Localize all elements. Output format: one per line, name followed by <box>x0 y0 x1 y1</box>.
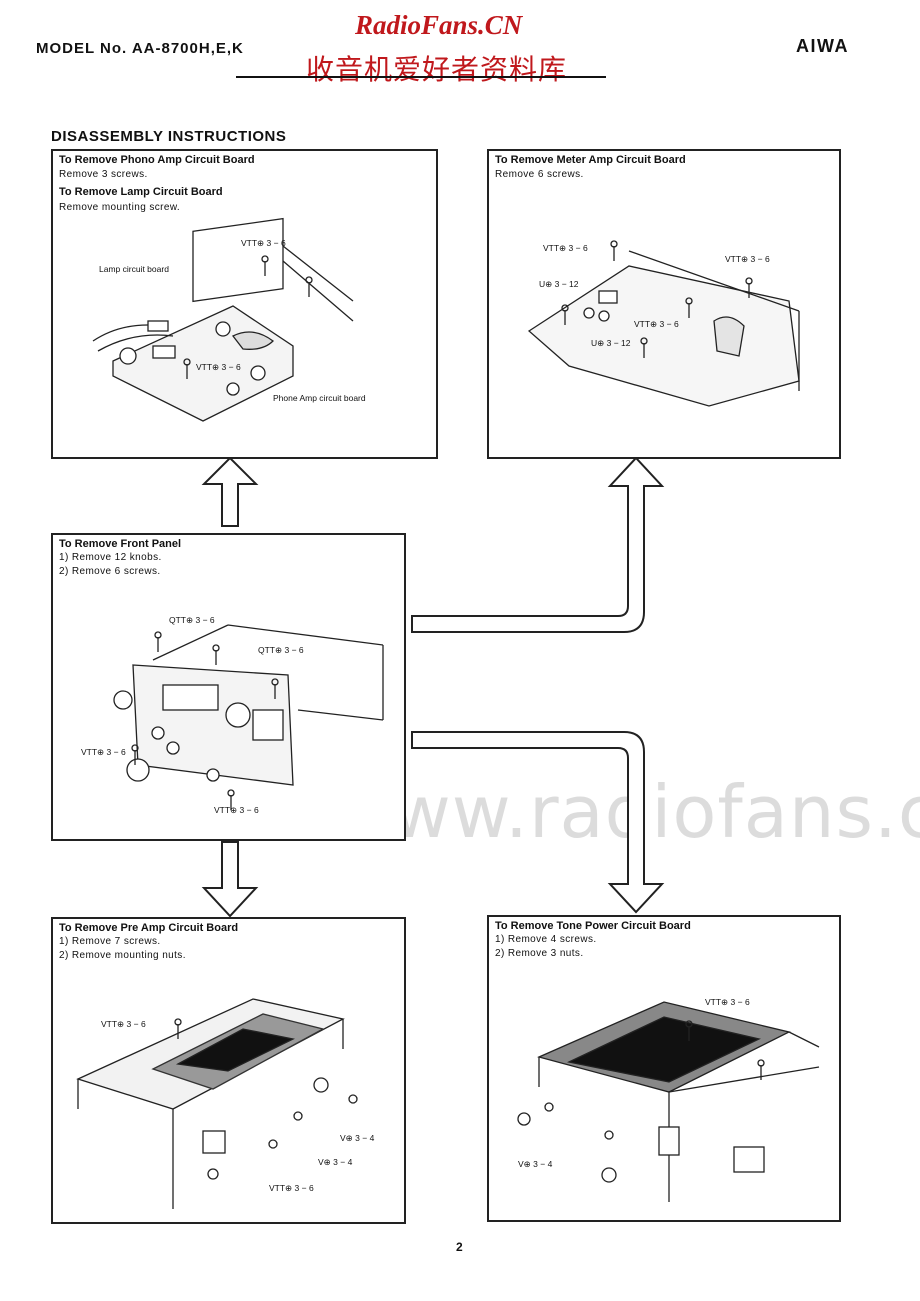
meter-label-5: U⊕ 3 − 12 <box>591 338 631 348</box>
watermark-site: RadioFans.CN <box>355 10 523 40</box>
panel-tone: To Remove Tone Power Circuit Board 1) Re… <box>487 915 841 1222</box>
phono-label-1: VTT⊕ 3 − 6 <box>241 238 286 248</box>
preamp-step-1: 1) Remove 7 screws. <box>59 936 161 947</box>
tone-diagram: VTT⊕ 3 − 6 V⊕ 3 − 4 <box>517 997 820 1202</box>
meter-title: To Remove Meter Amp Circuit Board <box>495 154 686 166</box>
panel-phono: To Remove Phono Amp Circuit Board Remove… <box>51 149 438 459</box>
preamp-step-2: 2) Remove mounting nuts. <box>59 950 186 961</box>
phono-title: To Remove Phono Amp Circuit Board <box>59 154 255 166</box>
meter-label-4: VTT⊕ 3 − 6 <box>634 319 679 329</box>
arrow-down-tone <box>411 731 665 914</box>
phono-step: Remove 3 screws. <box>59 169 148 180</box>
preamp-diagram: VTT⊕ 3 − 6 V⊕ 3 − 4 V⊕ 3 − 4 VTT⊕ 3 − 6 <box>76 998 375 1209</box>
front-label-3: VTT⊕ 3 − 6 <box>81 747 126 757</box>
preamp-label-1: VTT⊕ 3 − 6 <box>101 1019 146 1029</box>
front-label-4: VTT⊕ 3 − 6 <box>214 805 259 815</box>
preamp-label-3: V⊕ 3 − 4 <box>318 1157 353 1167</box>
tone-step-2: 2) Remove 3 nuts. <box>495 948 584 959</box>
phono-diagram: VTT⊕ 3 − 6 Lamp circuit board VTT⊕ 3 − 6… <box>92 217 366 422</box>
panel-preamp: To Remove Pre Amp Circuit Board 1) Remov… <box>51 917 406 1224</box>
tone-title: To Remove Tone Power Circuit Board <box>495 920 691 932</box>
arrow-down-preamp <box>201 841 259 918</box>
meter-diagram: VTT⊕ 3 − 6 VTT⊕ 3 − 6 U⊕ 3 − 12 VTT⊕ 3 −… <box>527 240 800 407</box>
tone-step-1: 1) Remove 4 screws. <box>495 934 597 945</box>
tone-label-2: V⊕ 3 − 4 <box>518 1159 553 1169</box>
arrow-up-phono <box>201 456 259 527</box>
phono-label-3: VTT⊕ 3 − 6 <box>196 362 241 372</box>
phono-label-4: Phone Amp circuit board <box>273 393 366 403</box>
lamp-title: To Remove Lamp Circuit Board <box>59 186 223 198</box>
meter-label-3: U⊕ 3 − 12 <box>539 279 579 289</box>
brand-logo: AIWA <box>796 36 849 56</box>
front-diagram: QTT⊕ 3 − 6 QTT⊕ 3 − 6 VTT⊕ 3 − 6 VTT⊕ 3 … <box>81 615 384 815</box>
lamp-step: Remove mounting screw. <box>59 202 181 213</box>
panel-meter: To Remove Meter Amp Circuit Board Remove… <box>487 149 841 459</box>
phono-label-2: Lamp circuit board <box>99 264 169 274</box>
panel-front: To Remove Front Panel 1) Remove 12 knobs… <box>51 533 406 841</box>
meter-label-1: VTT⊕ 3 − 6 <box>543 243 588 253</box>
preamp-label-2: V⊕ 3 − 4 <box>340 1133 375 1143</box>
front-step-1: 1) Remove 12 knobs. <box>59 552 162 563</box>
front-label-2: QTT⊕ 3 − 6 <box>258 645 304 655</box>
meter-label-2: VTT⊕ 3 − 6 <box>725 254 770 264</box>
meter-step: Remove 6 screws. <box>495 169 584 180</box>
model-number: MODEL No. AA-8700H,E,K <box>36 40 244 57</box>
page-number: 2 <box>456 1240 463 1254</box>
section-title: DISASSEMBLY INSTRUCTIONS <box>51 128 287 145</box>
front-label-1: QTT⊕ 3 − 6 <box>169 615 215 625</box>
header-rule <box>236 76 606 78</box>
watermark-cn: 收音机爱好者资料库 <box>306 53 568 86</box>
watermark-bottom: www.radiofans.c <box>332 770 920 854</box>
tone-label-1: VTT⊕ 3 − 6 <box>705 997 750 1007</box>
preamp-title: To Remove Pre Amp Circuit Board <box>59 922 239 934</box>
preamp-label-4: VTT⊕ 3 − 6 <box>269 1183 314 1193</box>
front-title: To Remove Front Panel <box>59 538 182 550</box>
front-step-2: 2) Remove 6 screws. <box>59 566 161 577</box>
arrow-up-meter <box>411 456 665 633</box>
